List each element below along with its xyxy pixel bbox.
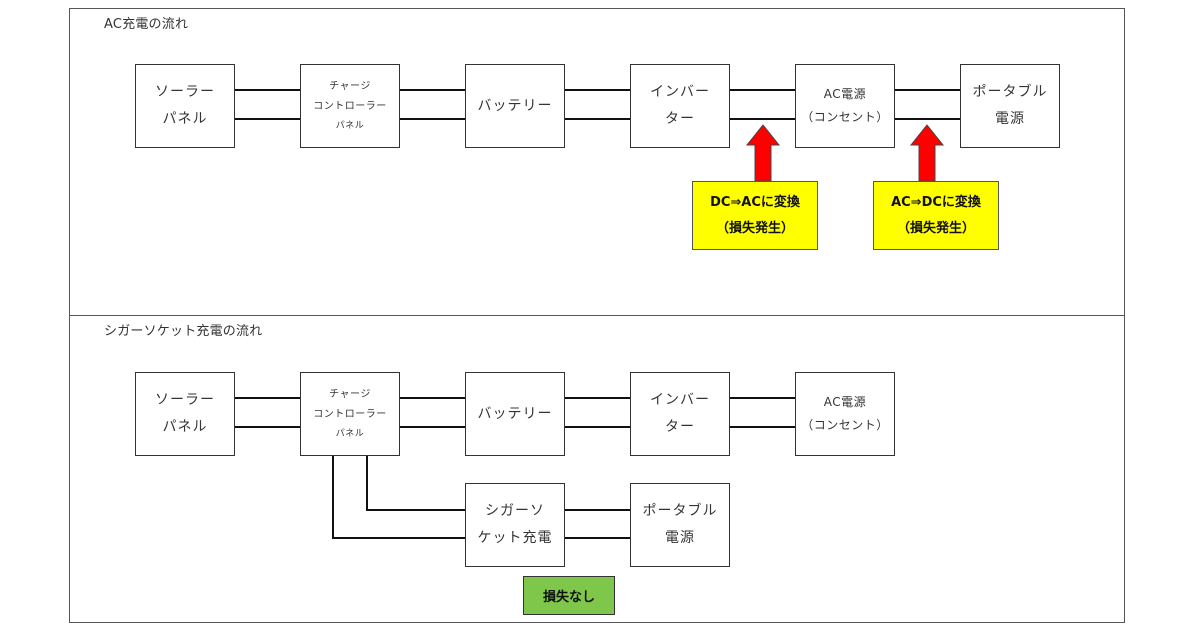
charge-controller-label: チャージ xyxy=(329,81,371,92)
wire xyxy=(235,89,300,91)
battery-label: バッテリー xyxy=(477,97,553,114)
portable-power-label: 電源 xyxy=(995,111,1025,127)
ac-outlet-label: AC電源 xyxy=(823,395,867,410)
cigar-socket-charge-label: シガーソ xyxy=(485,503,545,520)
wire xyxy=(895,89,960,91)
solar-panel-label: パネル xyxy=(162,111,208,127)
solar-panel-node: ソーラー パネル xyxy=(135,372,235,456)
wire xyxy=(400,426,465,428)
portable-power-node: ポータブル 電源 xyxy=(960,64,1060,148)
loss-callout-text: DC⇒ACに変換 xyxy=(710,195,800,211)
portable-power-node: ポータブル 電源 xyxy=(630,483,730,567)
loss-callout-text: （損失発生） xyxy=(715,220,794,236)
battery-node: バッテリー xyxy=(465,64,565,148)
portable-power-label: ポータブル xyxy=(972,84,1048,101)
wire xyxy=(235,118,300,120)
charge-controller-label: パネル xyxy=(335,429,365,439)
no-loss-tag: 損失なし xyxy=(523,576,615,615)
cigar-socket-charge-node: シガーソ ケット充電 xyxy=(465,483,565,567)
loss-callout-text: （損失発生） xyxy=(896,220,975,236)
wire xyxy=(565,426,630,428)
wire xyxy=(400,89,465,91)
ac-outlet-label: AC電源 xyxy=(823,87,867,102)
inverter-label: インバー xyxy=(650,84,710,101)
no-loss-label: 損失なし xyxy=(542,590,595,605)
battery-node: バッテリー xyxy=(465,372,565,456)
charge-controller-label: パネル xyxy=(335,121,365,131)
inverter-node: インバー ター xyxy=(630,64,730,148)
wire xyxy=(366,509,465,511)
cigar-socket-charge-label: ケット充電 xyxy=(477,530,553,546)
wire xyxy=(730,397,795,399)
ac-outlet-label: （コンセント） xyxy=(801,110,889,124)
ac-outlet-node: AC電源 （コンセント） xyxy=(795,372,895,456)
wire xyxy=(895,118,960,120)
charge-controller-label: コントローラー xyxy=(313,409,387,420)
wire xyxy=(366,455,368,511)
wire xyxy=(565,509,630,511)
wire xyxy=(235,426,300,428)
charge-controller-label: チャージ xyxy=(329,389,371,400)
wire xyxy=(565,89,630,91)
wire xyxy=(235,397,300,399)
solar-panel-label: ソーラー xyxy=(155,84,215,101)
charge-controller-node: チャージ コントローラー パネル xyxy=(300,64,400,148)
inverter-node: インバー ター xyxy=(630,372,730,456)
ac-flow-title: AC充電の流れ xyxy=(104,17,189,32)
ac-outlet-label: （コンセント） xyxy=(801,418,889,432)
cigar-flow-title: シガーソケット充電の流れ xyxy=(104,324,263,339)
inverter-label: インバー xyxy=(650,392,710,409)
wire xyxy=(730,118,795,120)
loss-callout-ac-dc: AC⇒DCに変換 （損失発生） xyxy=(873,181,999,250)
charge-controller-node: チャージ コントローラー パネル xyxy=(300,372,400,456)
solar-panel-node: ソーラー パネル xyxy=(135,64,235,148)
wire xyxy=(400,118,465,120)
solar-panel-label: ソーラー xyxy=(155,392,215,409)
wire xyxy=(332,537,465,539)
portable-power-label: 電源 xyxy=(665,530,695,546)
wire xyxy=(730,89,795,91)
wire xyxy=(730,426,795,428)
loss-arrow-icon xyxy=(909,124,945,182)
cigar-flow-panel xyxy=(69,315,1125,623)
wire xyxy=(400,397,465,399)
wire xyxy=(565,537,630,539)
ac-outlet-node: AC電源 （コンセント） xyxy=(795,64,895,148)
portable-power-label: ポータブル xyxy=(642,503,718,520)
wire xyxy=(565,397,630,399)
wire xyxy=(332,455,334,539)
ac-flow-panel xyxy=(69,8,1125,316)
loss-arrow-icon xyxy=(745,124,781,182)
solar-panel-label: パネル xyxy=(162,419,208,435)
inverter-label: ター xyxy=(665,419,695,435)
loss-callout-text: AC⇒DCに変換 xyxy=(891,195,981,211)
loss-callout-dc-ac: DC⇒ACに変換 （損失発生） xyxy=(692,181,818,250)
wire xyxy=(565,118,630,120)
inverter-label: ター xyxy=(665,111,695,127)
battery-label: バッテリー xyxy=(477,405,553,422)
charge-controller-label: コントローラー xyxy=(313,101,387,112)
